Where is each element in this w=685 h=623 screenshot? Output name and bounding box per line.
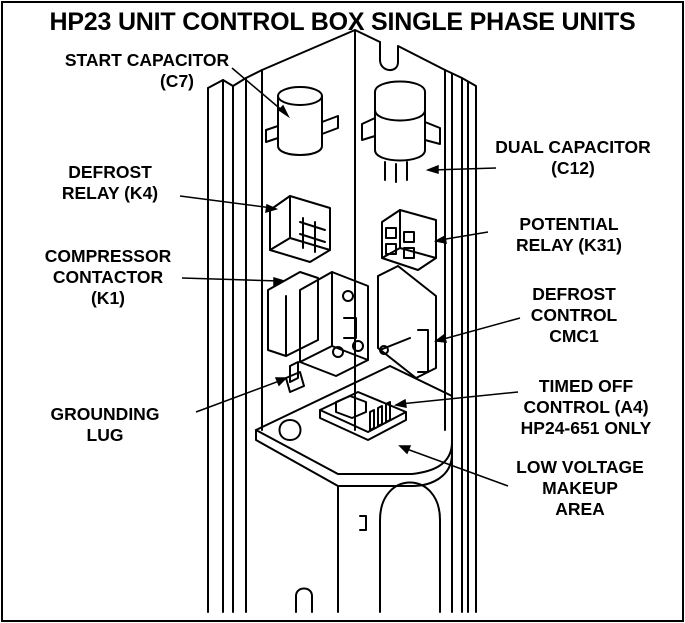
defrost-control-shape [377, 265, 437, 379]
label-grounding-lug: GROUNDING LUG [50, 404, 160, 445]
left-rail [207, 69, 263, 613]
back-panel [261, 29, 446, 431]
label-start-capacitor: START CAPACITOR (C7) [64, 50, 230, 91]
leader-compressor-contactor [181, 276, 287, 287]
compressor-contactor-shape [267, 271, 369, 377]
label-defrost-relay: DEFROST RELAY (K4) [61, 162, 159, 203]
leader-start-capacitor [231, 67, 290, 119]
label-timed-off-control: TIMED OFF CONTROL (A4) HP24-651 ONLY [520, 376, 652, 438]
right-rail [444, 69, 477, 613]
leader-potential-relay [433, 231, 489, 244]
leader-low-voltage-area [398, 445, 509, 487]
dual-capacitor-shape [361, 80, 441, 183]
label-potential-relay: POTENTIAL RELAY (K31) [515, 214, 622, 255]
leader-timed-off-control [393, 391, 519, 408]
leader-defrost-relay [179, 195, 279, 214]
label-compressor-contactor: COMPRESSOR CONTACTOR (K1) [44, 246, 172, 308]
label-defrost-control: DEFROST CONTROL CMC1 [530, 284, 618, 346]
defrost-relay-shape [269, 195, 331, 263]
label-low-voltage-area: LOW VOLTAGE MAKEUP AREA [516, 457, 644, 519]
timed-off-control-shape [319, 391, 407, 441]
start-capacitor-shape [265, 86, 339, 156]
leader-grounding-lug [195, 377, 288, 413]
shelf-shape [255, 365, 453, 613]
leader-defrost-control [434, 317, 521, 343]
grounding-lug-shape [285, 361, 305, 393]
leader-dual-capacitor [425, 164, 497, 175]
potential-relay-shape [381, 209, 437, 271]
diagram-title: HP23 UNIT CONTROL BOX SINGLE PHASE UNITS [49, 8, 636, 36]
label-dual-capacitor: DUAL CAPACITOR (C12) [495, 137, 651, 178]
